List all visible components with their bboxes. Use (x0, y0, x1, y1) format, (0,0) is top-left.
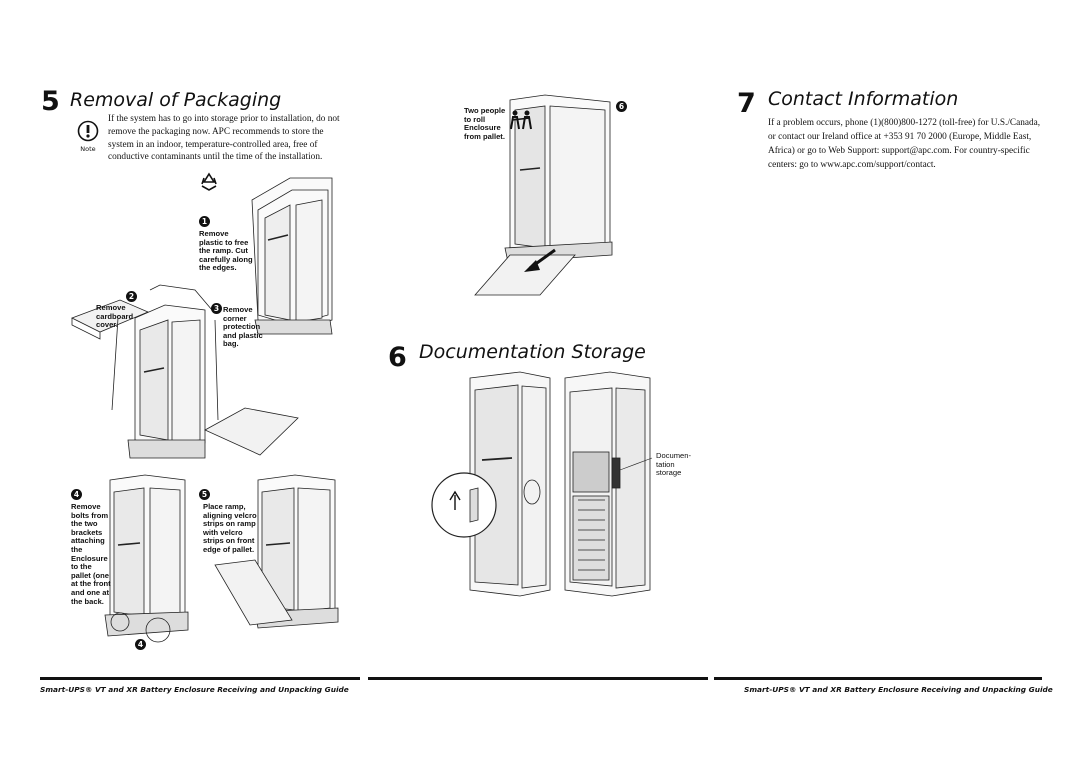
step5-label: Place ramp, aligning velcro strips on ra… (203, 502, 257, 554)
section5-title: Removal of Packaging (70, 89, 282, 111)
section7-number: 7 (737, 88, 756, 119)
note-block: Note (77, 120, 99, 153)
step3-label: Remove corner protection and plastic bag… (223, 305, 263, 349)
footer-rule-right (714, 677, 1042, 680)
arrow-icon (524, 260, 540, 272)
step4-badge: 4 (71, 489, 82, 500)
warning-icon (77, 120, 99, 142)
step1-label: Remove plastic to free the ramp. Cut car… (199, 229, 253, 273)
step6-label: Two people to roll Enclosure from pallet… (464, 106, 506, 141)
contact-text: If a problem occurs, phone (1)(800)800-1… (768, 118, 1041, 170)
two-people-icon (510, 110, 532, 130)
footer-left-text: Smart-UPS® VT and XR Battery Enclosure R… (40, 685, 349, 694)
section5-number: 5 (41, 86, 60, 117)
recycle-icon (201, 172, 217, 191)
footer-rule-middle (368, 677, 708, 680)
step3-badge: 3 (211, 303, 222, 314)
step4-badge-bottom: 4 (135, 639, 146, 650)
note-text: If the system has to go into storage pri… (108, 114, 340, 163)
footer-rule-left (40, 677, 360, 680)
step5-badge: 5 (199, 489, 210, 500)
step6-badge: 6 (616, 101, 627, 112)
step2-badge: 2 (126, 291, 137, 302)
footer-right-text: Smart-UPS® VT and XR Battery Enclosure R… (744, 685, 1053, 694)
step2-label: Remove cardboard cover. (96, 303, 134, 330)
step4-label: Remove bolts from the two brackets attac… (71, 502, 111, 606)
section6-number: 6 (388, 342, 407, 373)
step1-badge: 1 (199, 216, 210, 227)
note-label: Note (80, 145, 96, 153)
section6-title: Documentation Storage (419, 341, 646, 363)
documentation-storage-label: Documen- tation storage (656, 451, 692, 478)
section7-title: Contact Information (768, 88, 959, 110)
